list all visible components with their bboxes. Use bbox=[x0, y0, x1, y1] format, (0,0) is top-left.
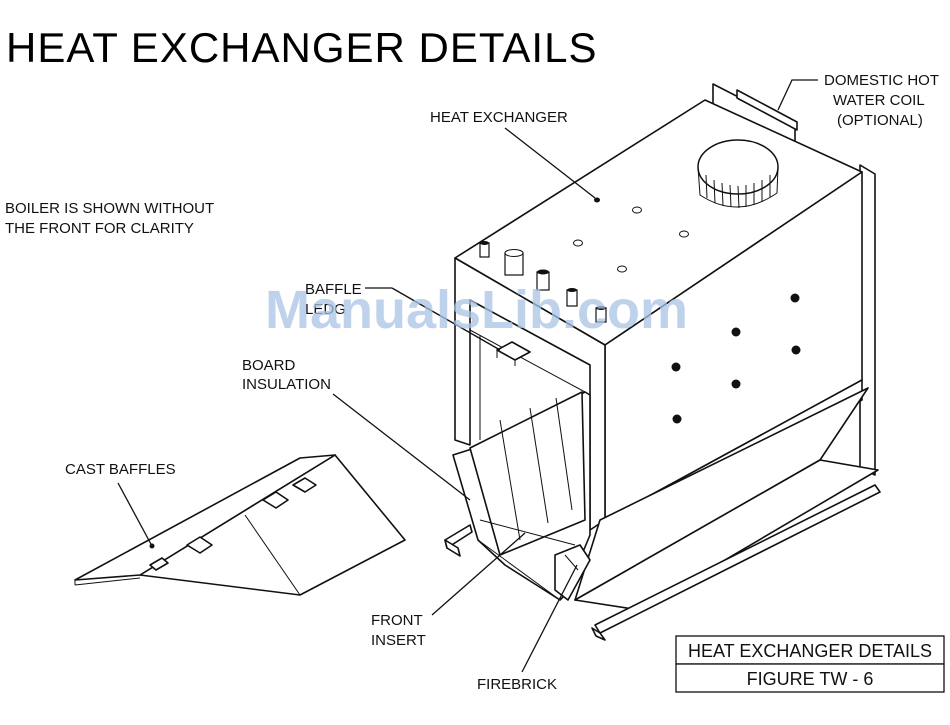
label-heat-exchanger: HEAT EXCHANGER bbox=[430, 109, 568, 126]
label-front-insert-2: INSERT bbox=[371, 632, 426, 649]
title-block-name: HEAT EXCHANGER DETAILS bbox=[688, 641, 932, 661]
title-block: HEAT EXCHANGER DETAILS FIGURE TW - 6 bbox=[676, 636, 944, 692]
heat-exchanger-body bbox=[445, 84, 880, 640]
label-domestic-hot-water-coil-2: WATER COIL bbox=[833, 92, 925, 109]
title-block-figure: FIGURE TW - 6 bbox=[747, 669, 874, 689]
note-line-1: BOILER IS SHOWN WITHOUT bbox=[5, 200, 214, 217]
label-domestic-hot-water-coil-1: DOMESTIC HOT bbox=[824, 72, 939, 89]
label-firebrick: FIREBRICK bbox=[477, 676, 557, 693]
watermark: ManualsLib.com bbox=[265, 280, 688, 340]
label-front-insert-1: FRONT bbox=[371, 612, 423, 629]
label-board-insulation-1: BOARD bbox=[242, 357, 296, 374]
page-title: HEAT EXCHANGER DETAILS bbox=[6, 24, 597, 71]
label-board-insulation-2: INSULATION bbox=[242, 376, 331, 393]
label-cast-baffles: CAST BAFFLES bbox=[65, 461, 176, 478]
label-domestic-hot-water-coil-3: (OPTIONAL) bbox=[837, 112, 923, 129]
note-line-2: THE FRONT FOR CLARITY bbox=[5, 220, 194, 237]
